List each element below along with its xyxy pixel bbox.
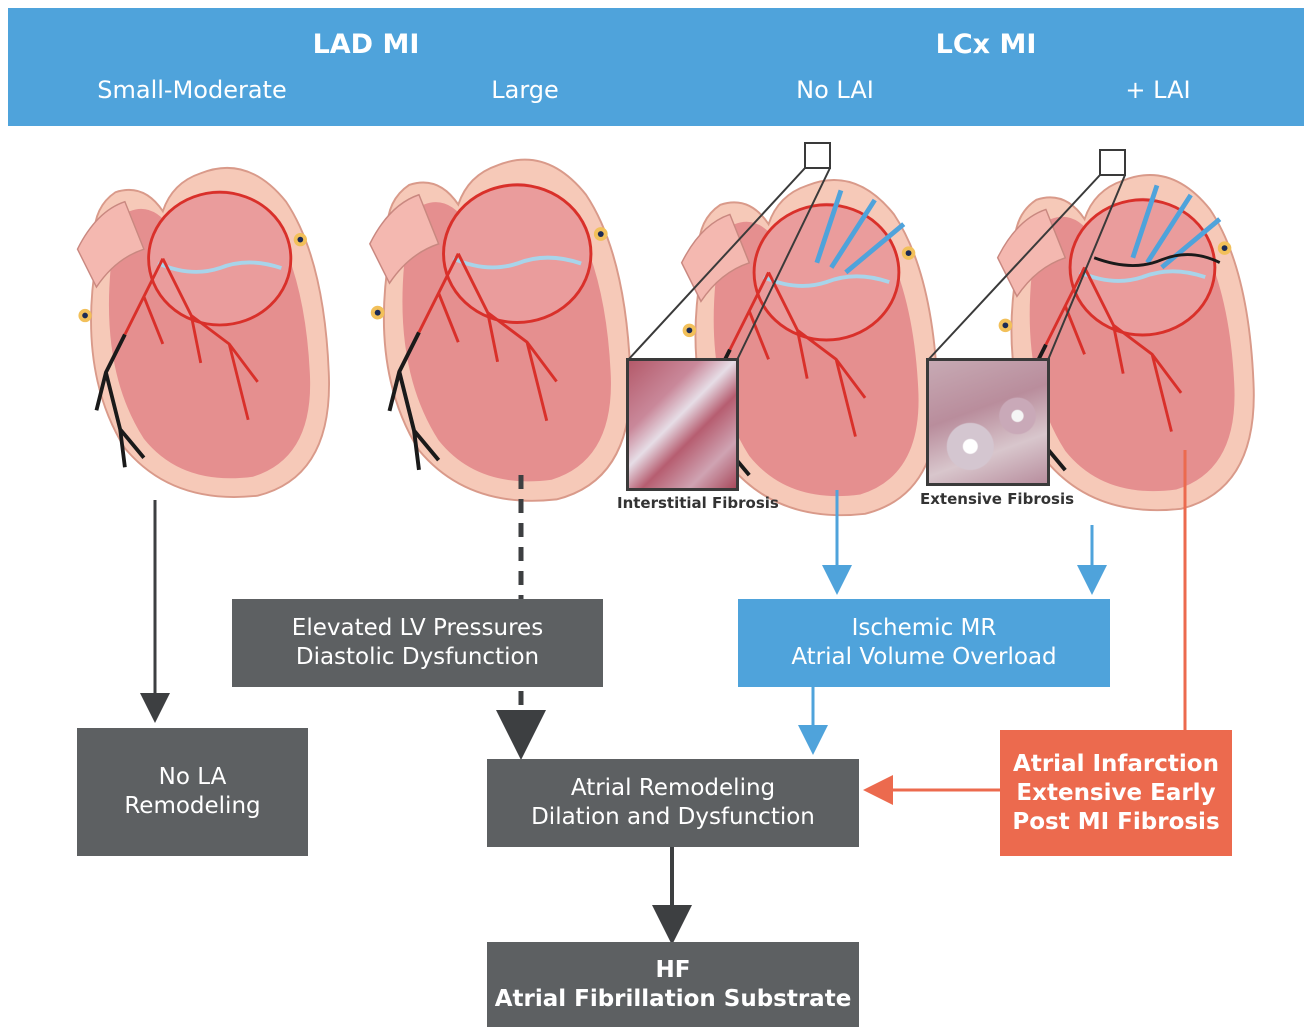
box-line: Atrial Fibrillation Substrate [495, 985, 852, 1014]
box-line: Elevated LV Pressures [292, 614, 543, 643]
ischemic-mr-box: Ischemic MR Atrial Volume Overload [738, 599, 1110, 687]
hf-af-substrate-box: HF Atrial Fibrillation Substrate [487, 942, 859, 1027]
box-line: Atrial Infarction [1013, 750, 1219, 779]
atrial-remodeling-box: Atrial Remodeling Dilation and Dysfuncti… [487, 759, 859, 847]
box-line: Dilation and Dysfunction [531, 803, 815, 832]
box-line: No LA [159, 763, 227, 792]
box-line: Extensive Early [1016, 779, 1215, 808]
box-line: Ischemic MR [852, 614, 997, 643]
box-line: HF [656, 956, 691, 985]
box-line: Post MI Fibrosis [1012, 808, 1219, 837]
no-la-remodeling-box: No LA Remodeling [77, 728, 308, 856]
elevated-lv-pressures-box: Elevated LV Pressures Diastolic Dysfunct… [232, 599, 603, 687]
box-line: Atrial Volume Overload [791, 643, 1056, 672]
box-line: Remodeling [124, 792, 260, 821]
box-line: Atrial Remodeling [571, 774, 775, 803]
atrial-infarction-box: Atrial Infarction Extensive Early Post M… [1000, 730, 1232, 856]
box-line: Diastolic Dysfunction [296, 643, 539, 672]
